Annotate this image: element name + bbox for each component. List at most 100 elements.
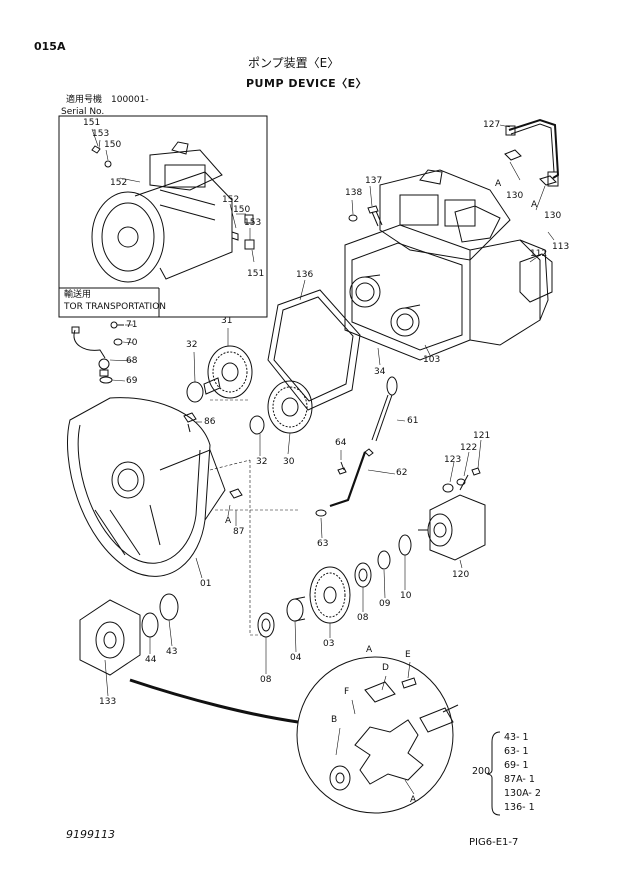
callout-69: 69: [126, 376, 138, 386]
callout-113: 113: [552, 242, 570, 252]
callout-153: 153: [244, 218, 262, 228]
callout-64: 64: [335, 438, 347, 448]
callout-03: 03: [323, 639, 335, 649]
bolt-64: [337, 461, 347, 475]
page-title-japanese: ポンプ装置〈E〉: [248, 56, 340, 70]
callout-133: 133: [99, 697, 117, 707]
washer-138: [348, 214, 358, 222]
callout-32: 32: [186, 340, 198, 350]
spacer-09: [377, 550, 391, 570]
inset-leader-lines: [91, 128, 255, 263]
callout-138: 138: [345, 188, 363, 198]
pipe-fitting: [504, 149, 557, 186]
callout-120: 120: [452, 570, 470, 580]
callout-30: 30: [283, 457, 295, 467]
detail-callout-e: E: [405, 650, 411, 660]
callout-04: 04: [290, 653, 302, 663]
callout-137: 137: [365, 176, 383, 186]
coupling-element-detail: [329, 677, 459, 791]
plug-87: [229, 488, 243, 499]
detail-callout-a: A: [366, 645, 373, 655]
callout-a: A: [495, 179, 502, 189]
callout-123: 123: [444, 455, 462, 465]
level-gauge-61: [371, 376, 398, 442]
speed-sensor-68: [71, 326, 110, 377]
snap-ring-43: [159, 593, 179, 621]
snap-ring-10: [398, 534, 412, 556]
callout-130: 130: [544, 211, 562, 221]
callout-112: 112: [530, 249, 548, 259]
callout-121: 121: [473, 431, 491, 441]
oring-70: [113, 338, 123, 346]
callout-a: A: [531, 200, 538, 210]
shaft-04: [286, 596, 306, 622]
gauge-pipe-62: [329, 448, 374, 508]
kit-item: 136- 1: [504, 802, 535, 813]
document-number: 9199113: [66, 828, 115, 841]
callout-122: 122: [460, 443, 478, 453]
callout-09: 09: [379, 599, 391, 609]
transport-label-japanese: 輸送用: [64, 290, 92, 300]
pressure-pipe: [505, 118, 560, 187]
inset-pump-assembly: [91, 141, 255, 283]
callout-86: 86: [204, 417, 216, 427]
transport-inset-frame: [58, 115, 268, 318]
pilot-pump-120: [418, 494, 486, 561]
gasket-136-inner: [273, 296, 354, 402]
detail-leader-lines: [335, 661, 415, 795]
callout-151: 151: [247, 269, 265, 279]
detail-callout-d: D: [382, 663, 389, 673]
snap-ring-32b: [249, 415, 265, 435]
callout-153: 153: [92, 129, 110, 139]
gear-03: [309, 566, 351, 624]
bearing-44: [141, 612, 159, 638]
callout-130: 130: [506, 191, 524, 201]
callout-68: 68: [126, 356, 138, 366]
bolt-71: [110, 321, 124, 329]
callout-44: 44: [145, 655, 157, 665]
oring-63: [315, 509, 327, 517]
callout-71: 71: [126, 320, 138, 330]
kit-number: 200: [472, 766, 491, 777]
detail-callout-a: A: [410, 795, 417, 805]
callout-136: 136: [296, 270, 314, 280]
callout-103: 103: [423, 355, 441, 365]
detail-pointer: [129, 678, 299, 724]
callout-63: 63: [317, 539, 329, 549]
transport-label: TOR TRANSPORTATION: [64, 302, 167, 312]
serial-label-japanese: 適用号機 100001-: [66, 95, 149, 105]
coupling-detail-circle: [296, 656, 454, 814]
bolt-137: [367, 205, 383, 227]
pump-housing-01: [67, 397, 226, 577]
callout-34: 34: [374, 367, 386, 377]
callout-43: 43: [166, 647, 178, 657]
callout-152: 152: [110, 178, 128, 188]
leader-lines: [104, 124, 555, 697]
bearing-08a: [354, 562, 372, 588]
coupling-133: [79, 599, 141, 676]
callout-151: 151: [83, 118, 101, 128]
detail-callout-b: B: [331, 715, 338, 725]
kit-item: 63- 1: [504, 746, 529, 757]
callout-01: 01: [200, 579, 212, 589]
callout-a: A: [225, 516, 232, 526]
callout-152: 152: [222, 195, 240, 205]
callout-150: 150: [104, 140, 122, 150]
detail-callout-f: F: [344, 687, 350, 697]
callout-61: 61: [407, 416, 419, 426]
callout-31: 31: [221, 316, 233, 326]
kit-item: 130A- 2: [504, 788, 541, 799]
main-pump-assembly: [344, 169, 553, 361]
callout-32: 32: [256, 457, 268, 467]
kit-item: 43- 1: [504, 732, 529, 743]
plug-86: [183, 412, 197, 433]
snap-ring-32a: [186, 381, 204, 403]
page-reference: PIG6-E1-7: [469, 837, 519, 848]
gasket-136: [267, 289, 361, 411]
bolt-121: [459, 467, 481, 491]
kit-item: 69- 1: [504, 760, 529, 771]
callout-70: 70: [126, 338, 138, 348]
callout-150: 150: [233, 205, 251, 215]
washer-122: [456, 478, 466, 486]
